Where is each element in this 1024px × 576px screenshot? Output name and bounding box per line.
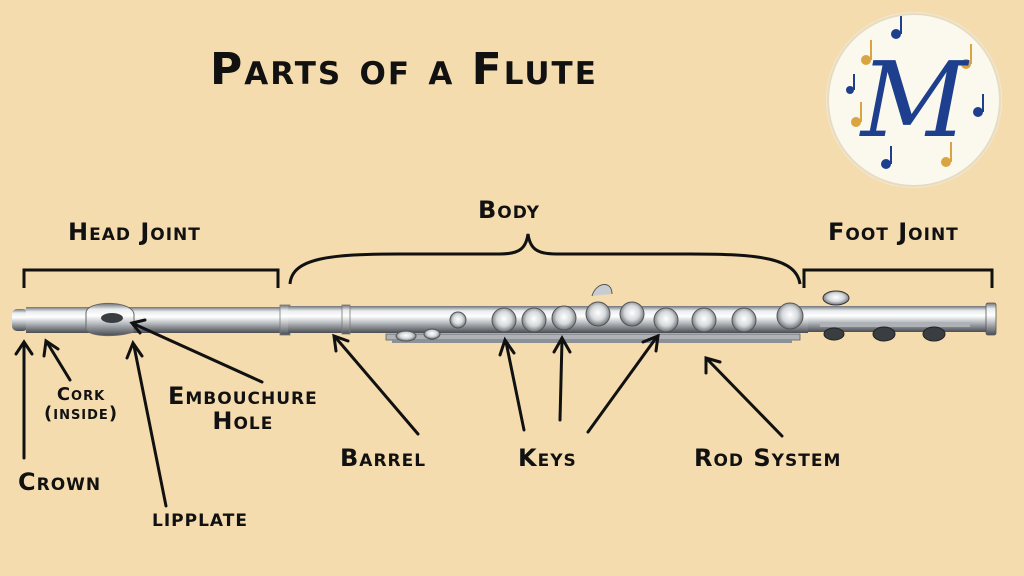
label-cork-line-1: Cork [56,384,106,405]
foot-joint-tube [808,306,992,332]
embouchure-hole [101,313,123,323]
body-tube [288,306,808,333]
barrel-ring [341,304,351,335]
label-cork-line-2: (inside) [44,402,119,424]
logo: M [826,12,1002,188]
label-foot-joint: Foot Joint [828,218,959,246]
label-embouchure-hole: Embouchure Hole [168,382,318,436]
label-embouchure-line-2: Hole [212,407,274,436]
label-barrel: Barrel [340,444,427,472]
crown [12,309,28,331]
body-brace [288,233,802,285]
pointer-arrows [14,318,784,508]
label-lipplate: lipplate [152,504,248,532]
rod-system [385,333,801,341]
page-title: Parts of a Flute [210,44,598,95]
label-crown: Crown [18,468,102,496]
label-body: Body [478,196,540,224]
music-notes-badge-icon [827,13,1001,187]
label-rod-system: Rod System [694,444,842,472]
keys [395,284,946,342]
label-cork: Cork (inside) [44,384,119,424]
label-head-joint: Head Joint [68,218,201,246]
flute [12,284,997,343]
label-keys: Keys [518,444,577,472]
logo-letter: M [860,39,968,161]
foot-end [985,302,997,336]
head-joint-tube [26,307,284,333]
foot-joint-bracket [802,268,994,288]
label-embouchure-line-1: Embouchure [168,382,318,410]
head-joint-bracket [22,268,280,288]
